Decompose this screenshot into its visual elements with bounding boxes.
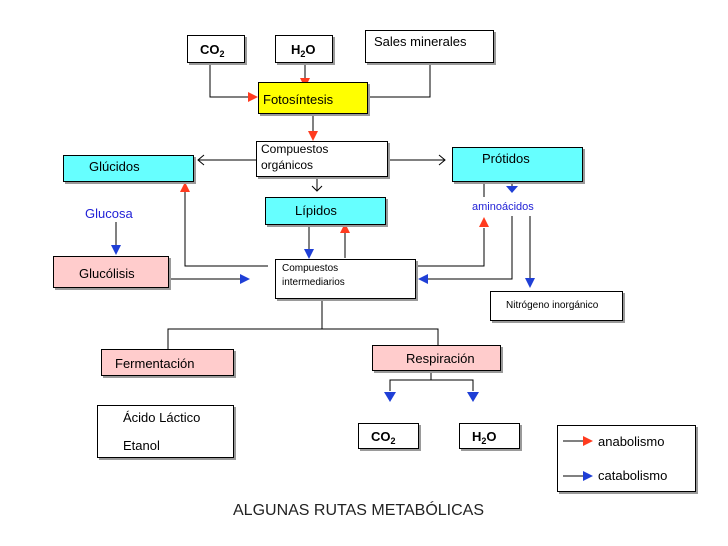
- arrow-compuestos-lipidos: [311, 185, 323, 192]
- sales-to-fotosintesis-line: [368, 62, 431, 98]
- respiracion-box: Respiración: [372, 345, 501, 371]
- legend-anabolismo-label: anabolismo: [598, 434, 665, 449]
- arrow-to-glucolisis: [111, 245, 121, 255]
- legend-arrow-catabolismo: [583, 471, 593, 481]
- legend-box: anabolismo catabolismo: [557, 425, 696, 492]
- h2o-input-box: H2O: [275, 35, 333, 63]
- h2o-output-box: H2O: [459, 423, 520, 449]
- arrow-co2-fotosintesis: [248, 92, 258, 102]
- compuestos-organicos-line1: Compuestos: [261, 142, 329, 156]
- split-horizontal-line: [167, 328, 439, 349]
- arrow-glucolisis-intermediarios: [240, 274, 250, 284]
- glucolisis-label: Glucólisis: [79, 266, 135, 281]
- glucidos-label: Glúcidos: [89, 159, 140, 174]
- arrow-to-co2: [384, 392, 396, 402]
- fermentacion-box: Fermentación: [101, 349, 234, 376]
- legend-arrow-anabolismo: [583, 436, 593, 446]
- co2-input-box: CO2: [187, 35, 245, 63]
- diagram-title: ALGUNAS RUTAS METABÓLICAS: [233, 502, 485, 519]
- co2-to-fotosintesis-line: [209, 62, 250, 98]
- etanol-label: Etanol: [123, 438, 160, 453]
- respiracion-outputs-line: [389, 379, 474, 391]
- arrow-compuestos-glucidos: [197, 154, 205, 166]
- arrow-fotosintesis-compuestos: [308, 131, 318, 141]
- compuestos-organicos-line2: orgánicos: [261, 158, 314, 172]
- intermediarios-to-aminoacidos-line: [416, 228, 485, 267]
- arrow-to-aminoacidos: [479, 217, 489, 227]
- lipidos-label: Lípidos: [295, 203, 337, 218]
- arrow-to-nitrogeno: [525, 278, 535, 288]
- sales-minerales-box: Sales minerales: [365, 30, 494, 63]
- acido-lactico-label: Ácido Láctico: [123, 410, 201, 425]
- lipidos-box: Lípidos: [265, 197, 386, 225]
- glucolisis-box: Glucólisis: [53, 256, 169, 288]
- arrow-to-h2o: [467, 392, 479, 402]
- fotosintesis-label: Fotosíntesis: [263, 92, 334, 107]
- respiracion-label: Respiración: [406, 351, 475, 366]
- arrow-compuestos-protidos: [438, 154, 446, 166]
- co2-output-box: CO2: [358, 423, 419, 449]
- compuestos-intermediarios-line1: Compuestos: [282, 263, 339, 274]
- h2o-output-label: H2O: [472, 429, 497, 446]
- arrow-lipidos-intermediarios: [304, 249, 314, 259]
- arrow-to-lipidos: [340, 223, 350, 233]
- aminoacidos-label: aminoácidos: [472, 201, 534, 213]
- glucosa-label: Glucosa: [85, 206, 133, 221]
- co2-output-label: CO2: [371, 429, 396, 446]
- compuestos-organicos-box: Compuestos orgánicos: [256, 141, 388, 177]
- glucidos-box: Glúcidos: [63, 155, 194, 182]
- nitrogeno-inorganico-label: Nitrógeno inorgánico: [506, 300, 599, 311]
- nitrogeno-inorganico-box: Nitrógeno inorgánico: [490, 291, 623, 321]
- fermentacion-products-box: Ácido Láctico Etanol: [97, 405, 234, 458]
- co2-input-label: CO2: [200, 42, 225, 59]
- intermediarios-to-glucidos-line: [184, 192, 268, 267]
- compuestos-intermediarios-line2: intermediarios: [282, 277, 345, 288]
- fermentacion-label: Fermentación: [115, 356, 195, 371]
- arrow-protidos-aminoacidos: [506, 186, 518, 193]
- compuestos-intermediarios-box: Compuestos intermediarios: [275, 259, 416, 299]
- arrow-aminoacidos-intermediarios: [418, 274, 428, 284]
- aminoacidos-to-intermediarios-line: [428, 216, 513, 280]
- h2o-input-label: H2O: [291, 42, 316, 59]
- protidos-box: Prótidos: [452, 147, 583, 182]
- arrow-to-glucidos: [180, 182, 190, 192]
- legend-catabolismo-label: catabolismo: [598, 468, 668, 483]
- fotosintesis-box: Fotosíntesis: [258, 82, 368, 114]
- protidos-label: Prótidos: [482, 151, 530, 166]
- sales-minerales-label: Sales minerales: [374, 34, 467, 49]
